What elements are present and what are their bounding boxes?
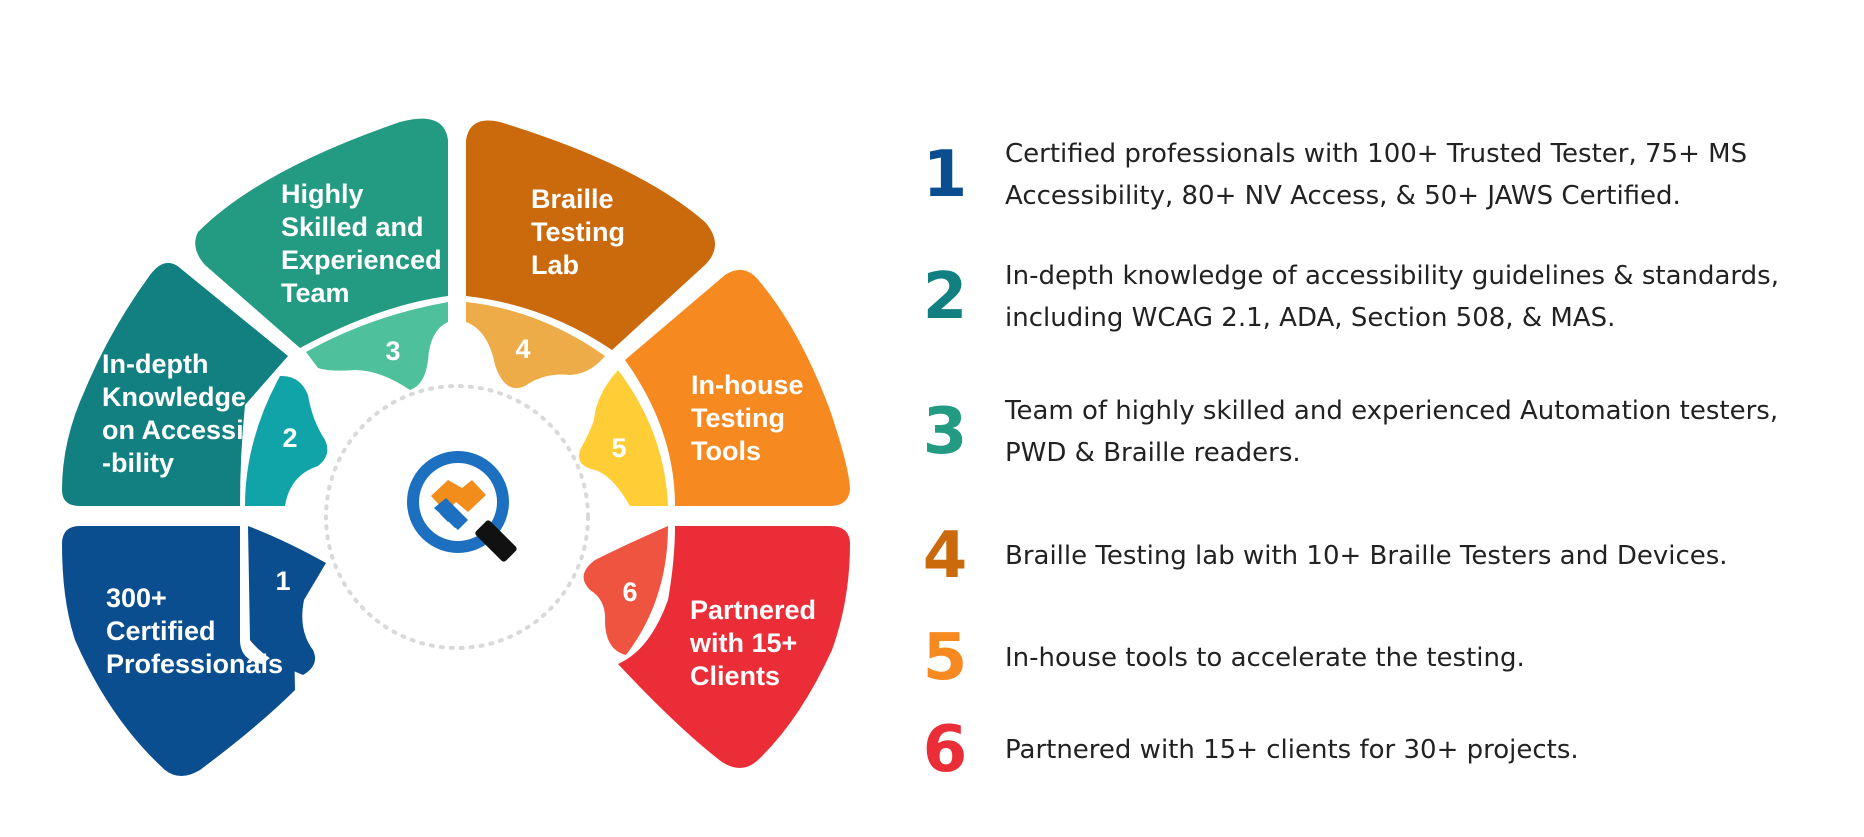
segment-1-outer (62, 526, 295, 776)
segment-6-inner (583, 526, 668, 655)
list-number-3: 3 (922, 395, 968, 469)
center-dotted-ring (324, 384, 590, 650)
list-number-1: 1 (922, 138, 968, 212)
segment-2-outer (62, 262, 288, 506)
list-item: 3 Team of highly skilled and experienced… (915, 392, 1815, 472)
list-item: 1 Certified professionals with 100+ Trus… (915, 135, 1815, 215)
segment-1-label: 300+ Certified Professionals (106, 583, 283, 679)
segment-6-number: 6 (622, 577, 637, 607)
segment-5: 5 In-house Testing Tools (579, 269, 850, 506)
segment-5-number: 5 (611, 433, 626, 463)
segment-1-inner (248, 526, 326, 675)
list-item: 6 Partnered with 15+ clients for 30+ pro… (915, 710, 1815, 790)
list-text-2-line-1: In-depth knowledge of accessibility guid… (1005, 261, 1779, 291)
feature-list: 1 Certified professionals with 100+ Trus… (915, 0, 1815, 837)
segment-5-label: In-house Testing Tools (691, 370, 811, 466)
list-number-2: 2 (922, 260, 968, 334)
segment-3-number: 3 (385, 336, 400, 366)
list-item: 4 Braille Testing lab with 10+ Braille T… (915, 516, 1815, 596)
list-text-6: Partnered with 15+ clients for 30+ proje… (1005, 710, 1805, 790)
list-text-4: Braille Testing lab with 10+ Braille Tes… (1005, 516, 1805, 596)
segment-2: 2 In-depth Knowledge on Accessi -bility (62, 262, 328, 506)
segment-3-outer (195, 118, 448, 348)
segment-6-label: Partnered with 15+ Clients (689, 595, 824, 691)
segment-4-label: Braille Testing Lab (531, 184, 633, 280)
segment-6-outer (618, 526, 850, 769)
segment-1-number: 1 (275, 566, 290, 596)
list-text-3-line-1: Team of highly skilled and experienced A… (1005, 396, 1779, 426)
segment-4-number: 4 (515, 334, 530, 364)
segment-3-inner (306, 302, 448, 390)
list-text-6-line-1: Partnered with 15+ clients for 30+ proje… (1005, 735, 1579, 765)
segment-2-number: 2 (282, 423, 297, 453)
segment-4-inner (466, 302, 605, 389)
list-text-5: In-house tools to accelerate the testing… (1005, 618, 1805, 698)
list-text-4-line-1: Braille Testing lab with 10+ Braille Tes… (1005, 541, 1728, 571)
list-item: 2 In-depth knowledge of accessibility gu… (915, 257, 1815, 337)
segment-3-label: Highly Skilled and Experienced Team (281, 179, 449, 308)
list-item: 5 In-house tools to accelerate the testi… (915, 618, 1815, 698)
list-text-1: Certified professionals with 100+ Truste… (1005, 135, 1805, 215)
segment-4-outer (466, 120, 715, 350)
list-text-5-line-1: In-house tools to accelerate the testing… (1005, 643, 1525, 673)
list-number-5: 5 (922, 621, 968, 695)
list-text-2-line-2: including WCAG 2.1, ADA, Section 508, & … (1005, 303, 1616, 333)
list-number-4: 4 (922, 519, 968, 593)
list-text-1-line-2: Accessibility, 80+ NV Access, & 50+ JAWS… (1005, 181, 1681, 211)
segment-3: 3 Highly Skilled and Experienced Team (195, 118, 449, 390)
segment-6: 6 Partnered with 15+ Clients (583, 526, 850, 769)
list-text-3: Team of highly skilled and experienced A… (1005, 392, 1805, 472)
list-text-2: In-depth knowledge of accessibility guid… (1005, 257, 1805, 337)
list-text-3-line-2: PWD & Braille readers. (1005, 438, 1301, 468)
segment-2-inner (245, 375, 328, 506)
segment-2-label: In-depth Knowledge on Accessi -bility (102, 349, 254, 478)
handshake-magnifier-icon (407, 451, 517, 562)
segment-5-inner (579, 370, 668, 506)
segment-1: 1 300+ Certified Professionals (62, 526, 326, 776)
segment-4: 4 Braille Testing Lab (466, 120, 715, 389)
segment-5-outer (625, 269, 850, 506)
list-text-1-line-1: Certified professionals with 100+ Truste… (1005, 139, 1748, 169)
list-number-6: 6 (922, 713, 968, 787)
